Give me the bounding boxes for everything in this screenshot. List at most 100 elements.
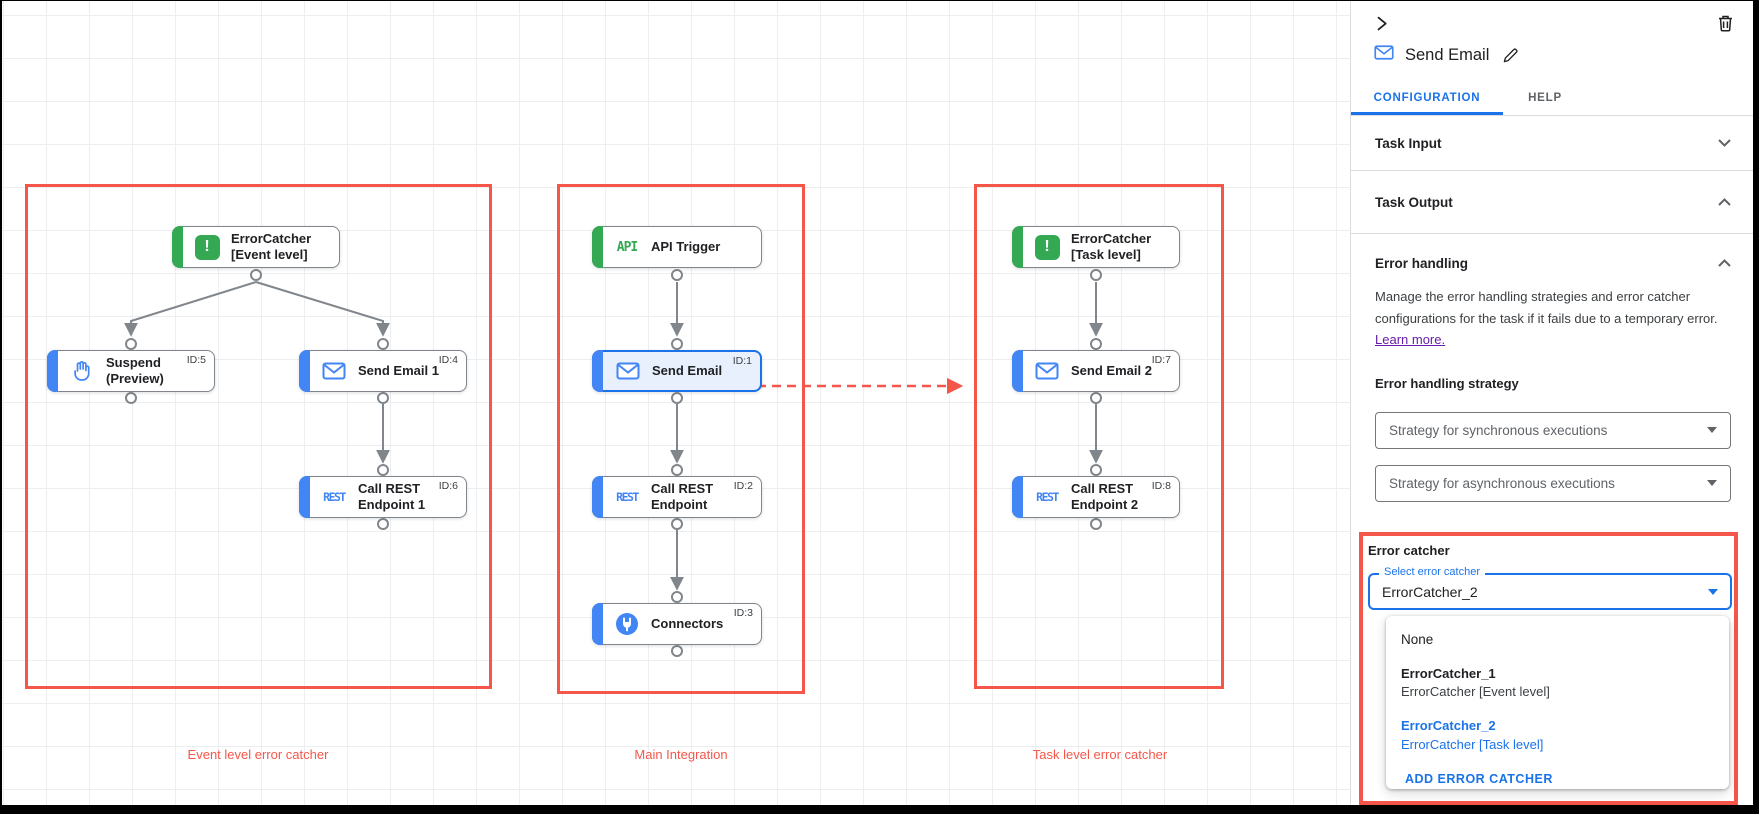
- section-label: Task Input: [1375, 135, 1442, 151]
- edit-title-icon[interactable]: [1503, 47, 1518, 63]
- group-caption-main-integration: Main Integration: [634, 747, 728, 762]
- node-call-rest-endpoint-2[interactable]: REST Call REST Endpoint 2 ID:8: [1012, 476, 1180, 518]
- error-handling-description: Manage the error handling strategies and…: [1375, 289, 1718, 348]
- node-accent-bar: [299, 350, 310, 392]
- collapse-panel-icon[interactable]: [1374, 15, 1390, 32]
- rest-icon: REST: [323, 490, 346, 504]
- learn-more-link[interactable]: Learn more.: [1375, 332, 1446, 348]
- node-label: API Trigger: [651, 239, 721, 255]
- section-task-input[interactable]: Task Input: [1351, 116, 1753, 171]
- caret-down-icon: [1707, 427, 1717, 434]
- node-label: Suspend (Preview): [106, 355, 164, 386]
- tab-help[interactable]: HELP: [1528, 91, 1562, 104]
- node-accent-bar: [299, 476, 310, 518]
- select-error-catcher-dropdown[interactable]: Select error catcher ErrorCatcher_2: [1368, 566, 1732, 610]
- menu-item-label: None: [1401, 632, 1434, 647]
- menu-item-sublabel: ErrorCatcher [Task level]: [1401, 737, 1544, 753]
- dropdown-value: Strategy for synchronous executions: [1389, 422, 1608, 438]
- caret-down-icon: [1707, 480, 1717, 487]
- connector-icon: [613, 611, 641, 637]
- node-connectors[interactable]: Connectors ID:3: [592, 603, 762, 645]
- email-icon: [1033, 362, 1061, 380]
- menu-item-errorcatcher-2[interactable]: ErrorCatcher_2 ErrorCatcher [Task level]: [1401, 717, 1729, 755]
- async-strategy-dropdown[interactable]: Strategy for asynchronous executions: [1375, 464, 1731, 502]
- email-icon: [614, 362, 642, 380]
- node-send-email[interactable]: Send Email ID:1: [592, 350, 762, 392]
- node-send-email-2[interactable]: Send Email 2 ID:7: [1012, 350, 1180, 392]
- task-title-row: Send Email: [1351, 32, 1753, 65]
- chevron-up-icon: [1718, 254, 1731, 272]
- task-id: ID:2: [733, 480, 753, 492]
- node-accent-bar: [1012, 476, 1023, 518]
- node-accent-bar: [592, 226, 603, 268]
- node-suspend-preview[interactable]: Suspend (Preview) ID:5: [47, 350, 215, 392]
- node-label: Send Email: [652, 363, 723, 379]
- delete-task-icon[interactable]: [1718, 15, 1733, 32]
- error-icon: !: [1033, 234, 1061, 260]
- node-accent-bar: [592, 350, 603, 392]
- task-id: ID:8: [1151, 480, 1171, 492]
- group-caption-event-level: Event level error catcher: [187, 747, 329, 762]
- node-call-rest-endpoint[interactable]: REST Call REST Endpoint ID:2: [592, 476, 762, 518]
- node-accent-bar: [172, 226, 183, 268]
- event-level-group-box: [25, 184, 492, 689]
- task-id: ID:4: [438, 354, 458, 366]
- task-id: ID:7: [1151, 354, 1171, 366]
- task-id: ID:5: [186, 354, 206, 366]
- section-task-output[interactable]: Task Output: [1351, 171, 1753, 234]
- error-icon: !: [193, 234, 221, 260]
- section-label: Error handling: [1375, 255, 1469, 271]
- menu-item-label: ErrorCatcher_1: [1401, 665, 1496, 681]
- select-value: ErrorCatcher_2: [1382, 583, 1478, 600]
- error-catcher-annotation-box: Error catcher Select error catcher Error…: [1359, 532, 1738, 805]
- node-label: Call REST Endpoint 2: [1071, 481, 1139, 512]
- error-catcher-label: Error catcher: [1368, 543, 1450, 558]
- panel-tabs: CONFIGURATION HELP: [1351, 80, 1753, 116]
- main-integration-group-box: [557, 184, 805, 694]
- node-send-email-1[interactable]: Send Email 1 ID:4: [299, 350, 467, 392]
- node-accent-bar: [47, 350, 58, 392]
- chevron-down-icon: [1718, 134, 1731, 152]
- email-icon: [320, 362, 348, 380]
- hand-icon: [68, 359, 96, 383]
- menu-item-sublabel: ErrorCatcher [Event level]: [1401, 684, 1550, 700]
- email-icon: [1374, 45, 1394, 65]
- section-error-handling: Error handling Manage the error handling…: [1351, 234, 1753, 502]
- node-label: Call REST Endpoint: [651, 481, 714, 512]
- task-id: ID:6: [438, 480, 458, 492]
- node-label: Connectors: [651, 616, 724, 632]
- dropdown-value: Strategy for asynchronous executions: [1389, 475, 1615, 491]
- node-accent-bar: [1012, 350, 1023, 392]
- api-icon: API: [616, 239, 639, 255]
- node-errorcatcher-task-level[interactable]: ! ErrorCatcher [Task level]: [1012, 226, 1180, 268]
- sync-strategy-dropdown[interactable]: Strategy for synchronous executions: [1375, 411, 1731, 449]
- node-label: Send Email 1: [358, 363, 439, 379]
- node-label: ErrorCatcher [Task level]: [1071, 231, 1152, 262]
- node-label: ErrorCatcher [Event level]: [231, 231, 312, 262]
- menu-item-label: ErrorCatcher_2: [1401, 718, 1496, 734]
- node-accent-bar: [592, 603, 603, 645]
- node-api-trigger[interactable]: API API Trigger: [592, 226, 762, 268]
- rest-icon: REST: [616, 490, 639, 504]
- tab-configuration[interactable]: CONFIGURATION: [1351, 80, 1503, 115]
- menu-item-errorcatcher-1[interactable]: ErrorCatcher_1 ErrorCatcher [Event level…: [1401, 665, 1729, 703]
- task-id: ID:3: [733, 607, 753, 619]
- node-errorcatcher-event-level[interactable]: ! ErrorCatcher [Event level]: [172, 226, 340, 268]
- task-title: Send Email: [1405, 45, 1490, 64]
- rest-icon: REST: [1036, 490, 1059, 504]
- node-label: Call REST Endpoint 1: [358, 481, 426, 512]
- node-call-rest-endpoint-1[interactable]: REST Call REST Endpoint 1 ID:6: [299, 476, 467, 518]
- add-error-catcher-button[interactable]: ADD ERROR CATCHER: [1405, 771, 1553, 786]
- integration-canvas[interactable]: ! ErrorCatcher [Event level] Suspend (Pr…: [2, 1, 1350, 805]
- caret-down-icon: [1708, 588, 1718, 595]
- section-label: Task Output: [1375, 194, 1453, 210]
- chevron-up-icon: [1718, 193, 1731, 211]
- group-caption-task-level: Task level error catcher: [1032, 747, 1168, 762]
- select-floating-label: Select error catcher: [1379, 566, 1485, 578]
- node-accent-bar: [1012, 226, 1023, 268]
- error-handling-header[interactable]: Error handling: [1375, 234, 1731, 272]
- task-id: ID:1: [732, 355, 752, 367]
- error-catcher-menu: None ErrorCatcher_1 ErrorCatcher [Event …: [1386, 616, 1729, 789]
- menu-item-none[interactable]: None: [1401, 630, 1729, 650]
